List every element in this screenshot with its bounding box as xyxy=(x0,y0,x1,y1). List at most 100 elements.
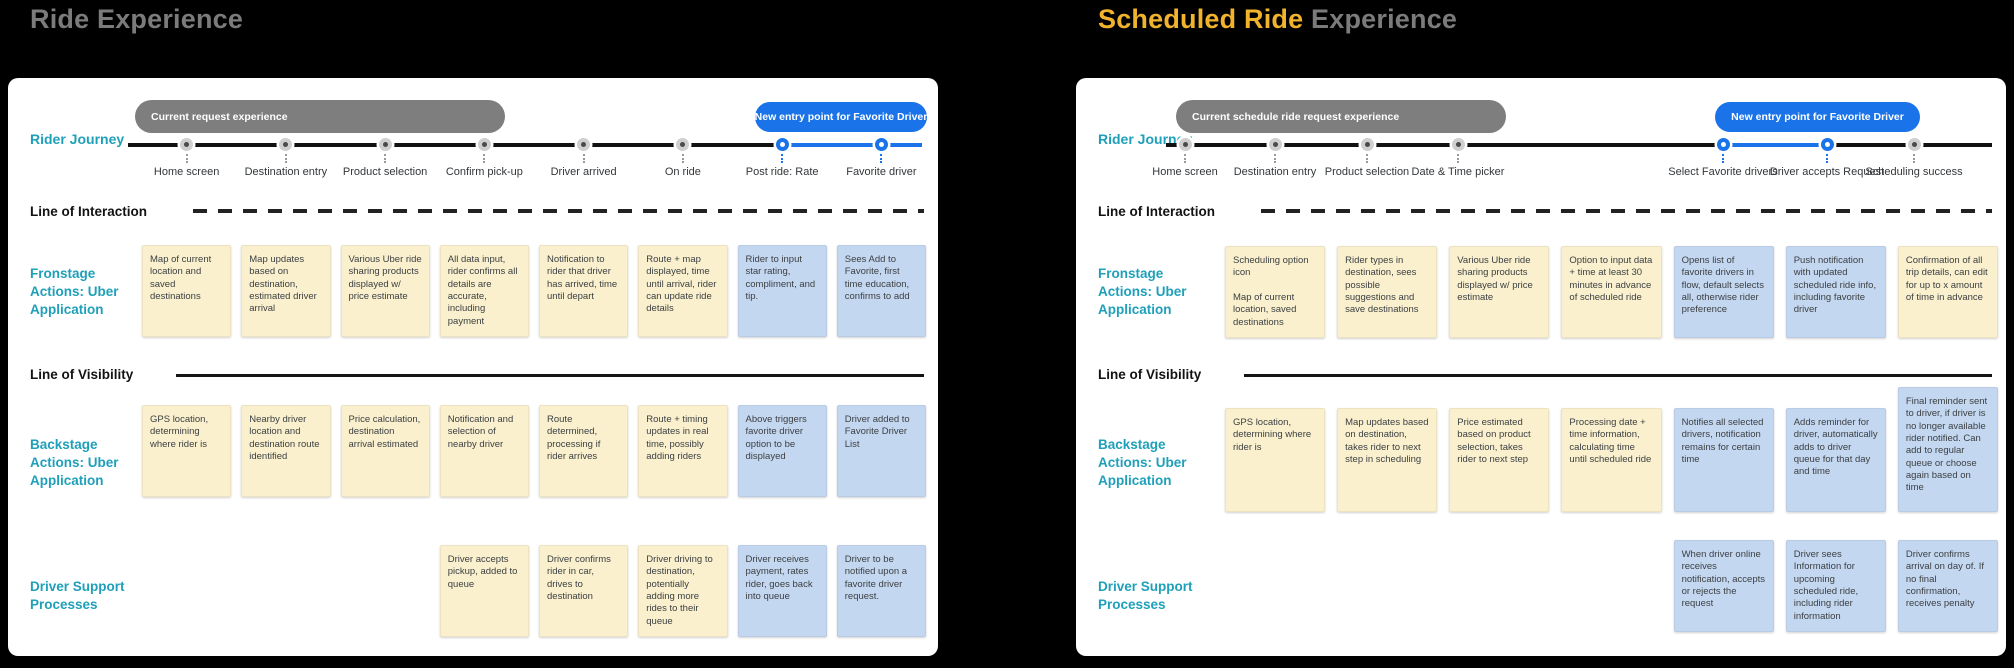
journey-step: Destination entry xyxy=(1216,138,1334,179)
sticky-note: Map of current location and saved destin… xyxy=(142,245,232,338)
ride-blueprint-card: Rider Journey Current request experience… xyxy=(8,78,938,656)
ride-experience-title: Ride Experience xyxy=(30,4,243,35)
new-entry-point-pill: New entry point for Favorite Driver xyxy=(1715,102,1920,132)
sticky-note: Scheduling option icon Map of current lo… xyxy=(1225,246,1326,339)
journey-step: Favorite driver xyxy=(837,138,926,179)
timeline-dot xyxy=(676,138,690,151)
timeline-dot xyxy=(279,138,293,151)
journey-timeline-line xyxy=(128,143,922,147)
current-experience-pill: Current schedule ride request experience xyxy=(1176,100,1506,133)
timeline-dot xyxy=(378,138,392,151)
sticky-note: Rider types in destination, sees possibl… xyxy=(1337,246,1438,339)
title-main: Experience xyxy=(1303,4,1458,34)
backstage-row: GPS location, determining where rider is… xyxy=(142,405,926,497)
sticky-note: Driver driving to destination, potential… xyxy=(638,545,728,638)
journey-step: Home screen xyxy=(1126,138,1244,179)
sticky-note: Nearby driver location and destination r… xyxy=(241,405,331,497)
timeline-dot xyxy=(477,138,491,151)
journey-timeline-line-new-segment xyxy=(1723,143,1827,147)
journey-step: Driver accepts Request xyxy=(1768,138,1886,179)
sticky-note-new: Push notification with updated scheduled… xyxy=(1785,246,1886,339)
sticky-note: GPS location, determining where rider is xyxy=(142,405,232,497)
backstage-label: Backstage Actions: Uber Application xyxy=(30,437,119,488)
line-of-visibility-label: Line of Visibility xyxy=(30,367,134,382)
timeline-dot xyxy=(1907,138,1921,151)
sticky-note: Notification and selection of nearby dri… xyxy=(439,405,529,497)
sticky-note-new: Driver receives payment, rates rider, go… xyxy=(737,545,827,638)
line-of-visibility xyxy=(176,374,924,377)
journey-step: Product selection xyxy=(1308,138,1426,179)
sticky-note: Map updates based on destination, estima… xyxy=(241,245,331,338)
timeline-dot xyxy=(577,138,591,151)
sticky-note: Route determined, processing if rider ar… xyxy=(539,405,629,497)
new-entry-point-pill: New entry point for Favorite Driver xyxy=(755,102,927,132)
sticky-note-new: Adds reminder for driver, automatically … xyxy=(1785,408,1886,512)
frontstage-row: Scheduling option icon Map of current lo… xyxy=(1225,246,1998,339)
sticky-note-new: Driver confirms arrival on day of. If no… xyxy=(1897,540,1998,633)
title-main: Ride Experience xyxy=(30,4,244,34)
sticky-note: Driver accepts pickup, added to queue xyxy=(439,545,529,638)
sticky-note-new: Driver sees Information for upcoming sch… xyxy=(1785,540,1886,633)
journey-step: Destination entry xyxy=(241,138,330,179)
timeline-dot xyxy=(1268,138,1282,151)
journey-step: Home screen xyxy=(142,138,231,179)
sticky-note-new: Opens list of favorite drivers in flow, … xyxy=(1673,246,1774,339)
sticky-note-new: Above triggers favorite driver option to… xyxy=(737,405,827,497)
driver-support-row: When driver online receives notification… xyxy=(1225,540,1998,633)
frontstage-label: Fronstage Actions: Uber Application xyxy=(30,266,119,317)
sticky-note-new: Sees Add to Favorite, first time educati… xyxy=(836,245,926,338)
sticky-note: Price calculation, destination arrival e… xyxy=(340,405,430,497)
line-of-interaction-label: Line of Interaction xyxy=(1098,204,1216,219)
line-of-interaction xyxy=(193,209,924,213)
sticky-note: Route + timing updates in real time, pos… xyxy=(638,405,728,497)
frontstage-row: Map of current location and saved destin… xyxy=(142,245,926,338)
sticky-note-new: Driver added to Favorite Driver List xyxy=(836,405,926,497)
driver-support-label: Driver Support Processes xyxy=(30,579,125,612)
sticky-note: Notification to rider that driver has ar… xyxy=(539,245,629,338)
journey-timeline-line xyxy=(1166,143,1992,147)
journey-step: Product selection xyxy=(341,138,430,179)
sticky-note: All data input, rider confirms all detai… xyxy=(439,245,529,338)
rider-journey-label: Rider Journey xyxy=(30,131,125,147)
sticky-note-new: Rider to input star rating, compliment, … xyxy=(737,245,827,338)
timeline-dot-new xyxy=(1820,138,1834,151)
line-of-visibility xyxy=(1244,374,1992,377)
driver-support-label: Driver Support Processes xyxy=(1098,579,1193,612)
line-of-interaction-label: Line of Interaction xyxy=(30,204,148,219)
scheduled-ride-blueprint-card: Rider Journey Current schedule ride requ… xyxy=(1076,78,2006,656)
journey-step: Select Favorite drivers xyxy=(1664,138,1782,179)
sticky-note-new: Driver to be notified upon a favorite dr… xyxy=(836,545,926,638)
sticky-note-new: Notifies all selected drivers, notificat… xyxy=(1673,408,1774,512)
sticky-note: Map updates based on destination, takes … xyxy=(1337,408,1438,512)
frontstage-label: Fronstage Actions: Uber Application xyxy=(1098,266,1187,317)
sticky-note: Confirmation of all trip details, can ed… xyxy=(1897,246,1998,339)
ride-experience-panel: Ride Experience Rider Journey Current re… xyxy=(8,0,946,668)
timeline-dot-new xyxy=(1716,138,1730,151)
journey-timeline-line-new-segment xyxy=(782,143,922,147)
sticky-note: Option to input data + time at least 30 … xyxy=(1561,246,1662,339)
title-accent: Scheduled Ride xyxy=(1098,4,1304,34)
journey-step: Scheduling success xyxy=(1855,138,1973,179)
scheduled-ride-experience-panel: Scheduled Ride Experience Rider Journey … xyxy=(1076,0,2014,668)
sticky-note: GPS location, determining where rider is xyxy=(1225,408,1326,512)
sticky-note: Various Uber ride sharing products displ… xyxy=(1449,246,1550,339)
sticky-note-new: Final reminder sent to driver, if driver… xyxy=(1897,387,1998,512)
journey-step: Driver arrived xyxy=(539,138,628,179)
timeline-dot xyxy=(1360,138,1374,151)
journey-step: Post ride: Rate xyxy=(738,138,827,179)
timeline-dot xyxy=(1178,138,1192,151)
backstage-label: Backstage Actions: Uber Application xyxy=(1098,437,1187,488)
sticky-note: Route + map displayed, time until arriva… xyxy=(638,245,728,338)
sticky-note: Driver confirms rider in car, drives to … xyxy=(539,545,629,638)
journey-steps: Home screen Destination entry Product se… xyxy=(142,138,926,179)
journey-step: Confirm pick-up xyxy=(440,138,529,179)
timeline-dot-new xyxy=(775,138,789,151)
current-experience-pill: Current request experience xyxy=(135,100,505,133)
sticky-note: Price estimated based on product selecti… xyxy=(1449,408,1550,512)
journey-step: On ride xyxy=(638,138,727,179)
driver-support-row: Driver accepts pickup, added to queue Dr… xyxy=(142,545,926,638)
line-of-interaction xyxy=(1261,209,1992,213)
timeline-dot xyxy=(180,138,194,151)
backstage-row: GPS location, determining where rider is… xyxy=(1225,387,1998,512)
timeline-dot-new xyxy=(874,138,888,151)
